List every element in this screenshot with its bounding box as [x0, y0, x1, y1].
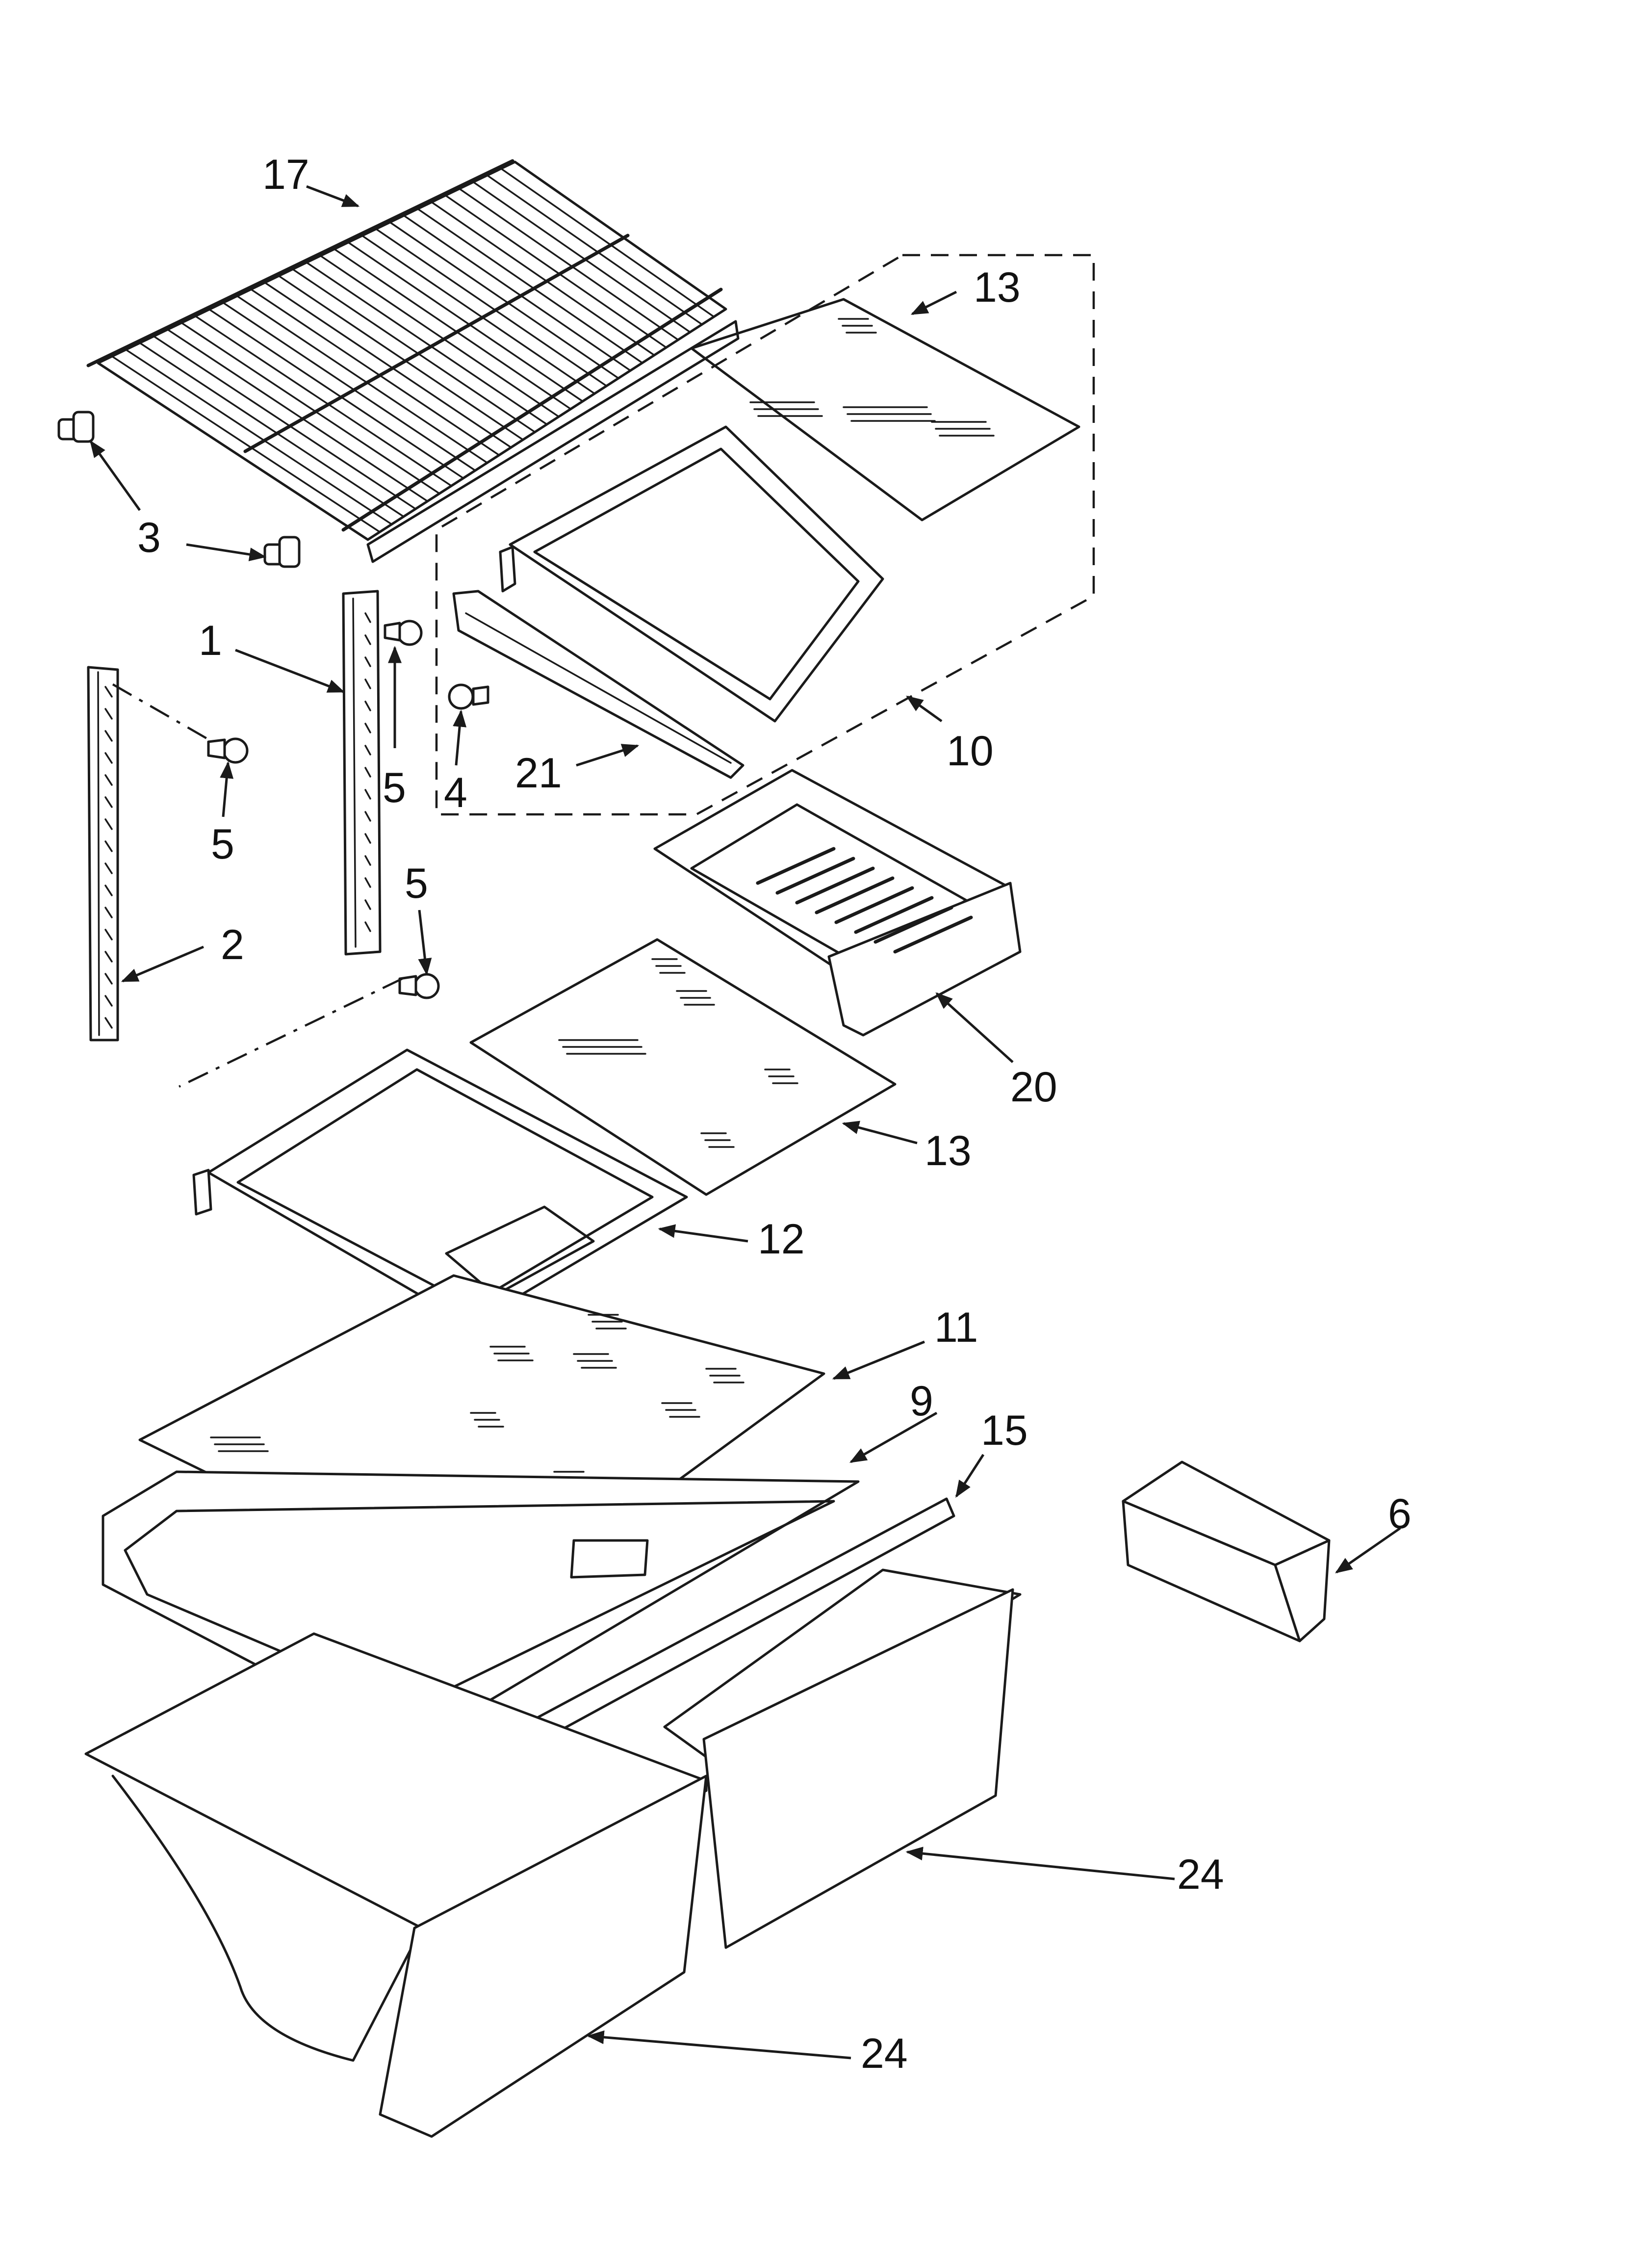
shelf-stud-left-3	[57, 411, 95, 443]
shelf-stud-right-3	[263, 536, 301, 568]
callout-1: 1	[199, 617, 222, 664]
crisper-drawer-24-right	[663, 1568, 1022, 1949]
callout-3: 3	[137, 514, 161, 561]
callout-6: 6	[1388, 1490, 1411, 1538]
shelf-rail-1	[342, 590, 382, 956]
leader-lines	[89, 185, 1401, 2059]
callout-5-left: 5	[211, 821, 234, 868]
frame-rail-21	[452, 590, 744, 779]
shelf-frame-12	[192, 1048, 688, 1326]
glass-shelf-13-upper	[690, 298, 1080, 521]
callout-21: 21	[515, 750, 562, 797]
shelf-frame-10	[499, 425, 884, 723]
callout-4: 4	[444, 769, 467, 816]
callout-20: 20	[1010, 1064, 1057, 1111]
alignment-line-upper	[112, 683, 212, 742]
callout-10: 10	[947, 728, 994, 775]
callout-12: 12	[758, 1216, 805, 1263]
shelf-rail-2	[87, 666, 119, 1042]
screw-5-lower	[398, 973, 440, 999]
wire-shelf-17	[86, 159, 740, 563]
drawer-20	[653, 769, 1022, 1037]
callout-24-left: 24	[861, 2030, 908, 2077]
callout-15: 15	[981, 1407, 1028, 1454]
callout-13-upper: 13	[974, 264, 1021, 311]
screw-5-upper	[384, 620, 423, 646]
glass-shelf-11	[138, 1274, 825, 1616]
screw-5-left	[207, 737, 249, 764]
callout-5-mid: 5	[383, 764, 406, 811]
screw-4	[448, 683, 489, 710]
callout-9: 9	[910, 1378, 933, 1425]
callout-5-low: 5	[405, 860, 428, 907]
callout-13-lower: 13	[924, 1127, 972, 1174]
callout-17: 17	[262, 151, 309, 198]
callout-2: 2	[221, 921, 244, 968]
callout-24-right: 24	[1177, 1851, 1224, 1898]
glass-shelf-13-lower	[469, 938, 897, 1196]
crisper-drawer-24-left	[84, 1632, 708, 2138]
callout-11: 11	[934, 1304, 978, 1351]
alignment-line-lower	[179, 977, 403, 1088]
bin-6	[1122, 1460, 1331, 1642]
